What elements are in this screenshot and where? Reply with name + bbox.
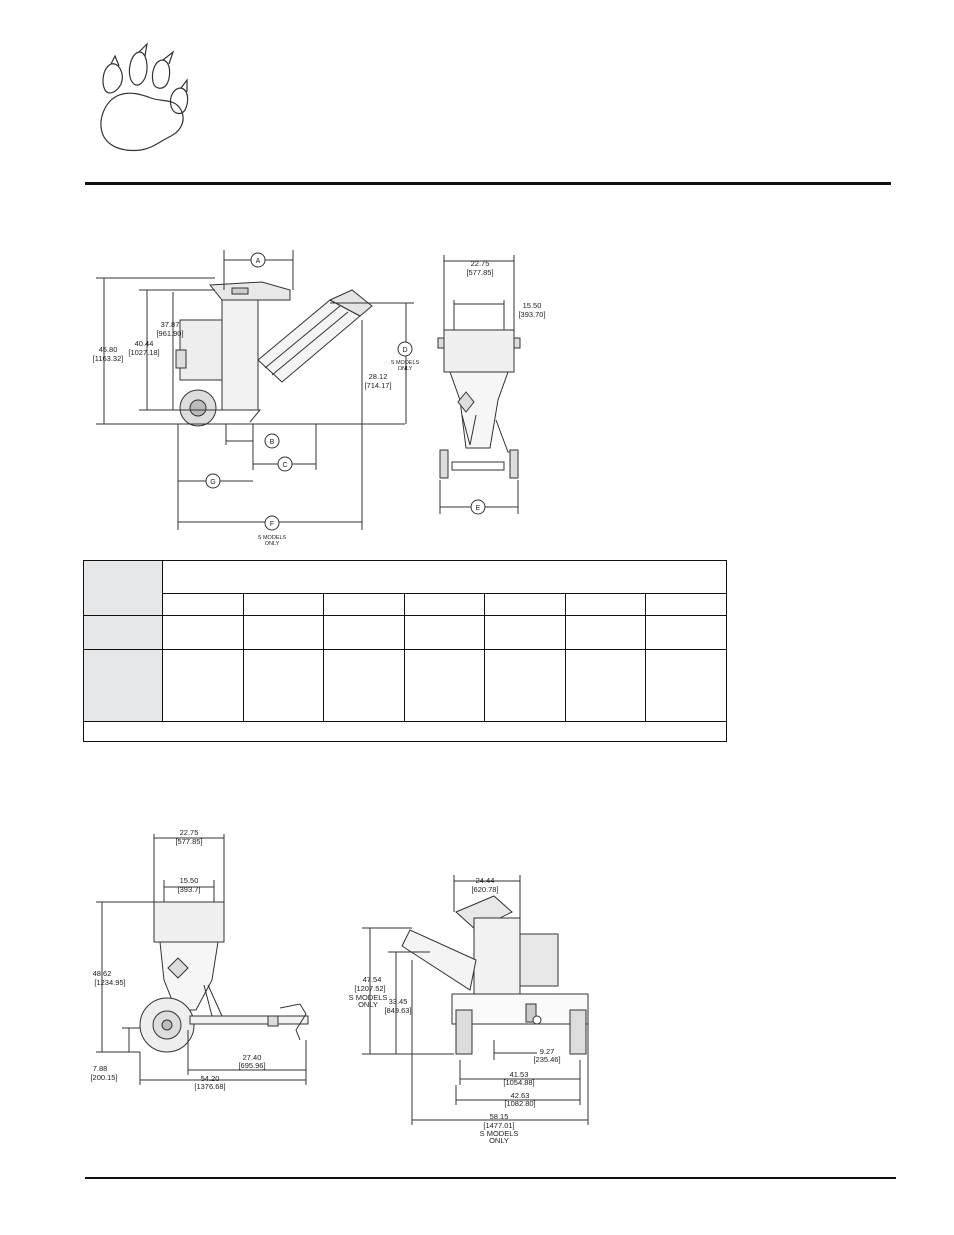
table-cell	[403, 649, 486, 722]
f-note-label: S MODELS	[258, 535, 287, 541]
front-view-diagram: 22.75 [577.85] 15.50 [393.70] E	[437, 255, 546, 515]
f-only-label: ONLY	[265, 541, 280, 547]
ts-l3-mm-label: [1082.80]	[504, 1099, 535, 1108]
front-w2-label: 15.50	[523, 301, 542, 310]
front-w1-mm-label: [577.85]	[466, 268, 493, 277]
table-cell	[484, 615, 566, 650]
header-rule	[85, 182, 891, 185]
dim-h1-mm-label: [1163.32]	[93, 354, 124, 363]
dim-h2-mm-label: [1027.18]	[128, 348, 159, 357]
tf-l1-label: 27.40	[243, 1053, 262, 1062]
dim-h1-label: 45.80	[99, 345, 118, 354]
table-cell	[162, 593, 244, 616]
tf-w1-label: 22.75	[180, 828, 199, 837]
dim-c-label: C	[282, 462, 287, 469]
tf-h2-label: 7.88	[93, 1064, 108, 1073]
ts-h1-label: 47.54	[363, 975, 382, 984]
table-cell	[403, 593, 486, 616]
table-cell	[564, 593, 647, 616]
table-cell	[323, 615, 405, 650]
towable-side-diagram: 24.44 [620.78] 47.54 [1207.52] S MODELS …	[349, 875, 589, 1145]
table-footer-cell	[83, 721, 727, 742]
table-cell	[564, 615, 647, 650]
side-view-diagram: A B C D F G S MODELS ONLY S MODELS ONLY …	[93, 250, 420, 547]
table-cell	[484, 593, 566, 616]
dim-h4-label: 28.12	[369, 372, 388, 381]
table-cell	[645, 593, 727, 616]
dim-a-label: A	[256, 258, 261, 265]
tf-w2-label: 15.50	[180, 876, 199, 885]
ts-l4-only-label: ONLY	[489, 1136, 509, 1145]
table-cell	[564, 649, 647, 722]
table-cell	[323, 593, 405, 616]
table-cell	[403, 615, 486, 650]
ts-w1-mm-label: [620.78]	[471, 885, 498, 894]
d-note-label: S MODELS	[391, 360, 420, 366]
table-cell	[242, 649, 325, 722]
table-cell	[323, 649, 405, 722]
ts-l4-label: 58.15	[490, 1112, 509, 1121]
tf-w2-mm-label: [393.7]	[178, 885, 201, 894]
dim-e-label: E	[476, 505, 481, 512]
table-cell	[484, 649, 566, 722]
ts-h1-mm-label: [1207.52]	[354, 984, 385, 993]
tf-w1-mm-label: [577.85]	[175, 837, 202, 846]
dim-g-label: G	[210, 479, 215, 486]
dim-h3-mm-label: [961.90]	[156, 329, 183, 338]
tf-h1-label: 48.62	[93, 969, 112, 978]
footer-rule	[85, 1177, 896, 1179]
tf-l2-mm-label: [1376.68]	[194, 1082, 225, 1091]
ts-l4-note-label: S MODELS	[480, 1129, 519, 1138]
dim-h4-mm-label: [714.17]	[364, 381, 391, 390]
dim-h3-label: 37.87	[161, 320, 180, 329]
ts-h1-only-label: ONLY	[358, 1000, 378, 1009]
table-header-cell	[162, 560, 727, 594]
ts-l2-label: 41.53	[510, 1070, 529, 1079]
table-cell	[242, 593, 325, 616]
table-cell	[242, 615, 325, 650]
dim-d-label: D	[402, 347, 407, 354]
table-row-header	[83, 615, 163, 650]
table-corner-cell	[83, 560, 163, 616]
table-cell	[162, 615, 244, 650]
table-cell	[645, 649, 727, 722]
ts-l2-mm-label: [1054.88]	[503, 1078, 534, 1087]
dim-b-label: B	[270, 439, 275, 446]
table-row-header	[83, 649, 163, 722]
table-cell	[162, 649, 244, 722]
ts-l1-mm-label: [235.46]	[533, 1055, 560, 1064]
ts-h1-note-label: S MODELS	[349, 993, 388, 1002]
towable-front-diagram: 22.75 [577.85] 15.50 [393.7] 48.62 [1234…	[90, 828, 309, 1091]
tf-h2-mm-label: [200.15]	[90, 1073, 117, 1082]
tf-l1-mm-label: [695.96]	[238, 1061, 265, 1070]
ts-l4-mm-label: [1477.01]	[483, 1121, 514, 1130]
ts-h2-label: 33.45	[389, 997, 408, 1006]
d-only-label: ONLY	[398, 366, 413, 372]
paw-print-icon	[100, 42, 189, 152]
ts-l3-label: 42.63	[511, 1091, 530, 1100]
ts-h2-mm-label: [849.63]	[384, 1006, 411, 1015]
front-w2-mm-label: [393.70]	[518, 310, 545, 319]
table-cell	[645, 615, 727, 650]
dim-h2-label: 40.44	[135, 339, 154, 348]
dim-f-label: F	[270, 521, 274, 528]
tf-h1-mm-label: [1234.95]	[94, 978, 125, 987]
spec-table	[83, 560, 727, 742]
ts-l1-label: 9.27	[540, 1047, 555, 1056]
front-w1-label: 22.75	[471, 259, 490, 268]
ts-w1-label: 24.44	[476, 876, 495, 885]
tf-l2-label: 54.20	[201, 1074, 220, 1083]
